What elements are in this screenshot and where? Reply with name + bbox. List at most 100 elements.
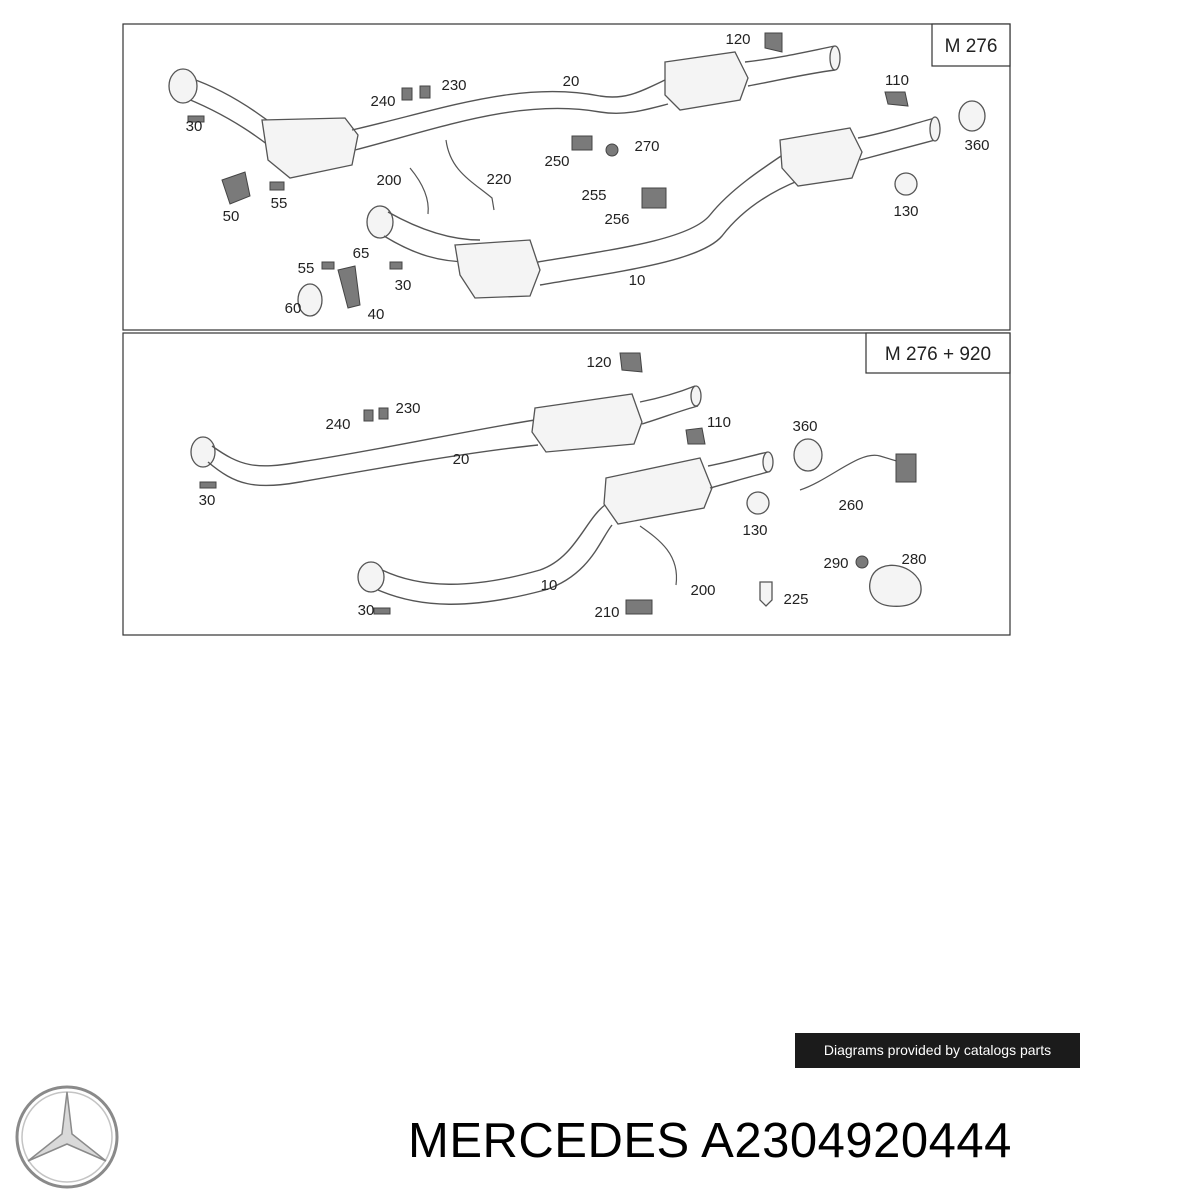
- callout-label: 30: [186, 118, 203, 135]
- control-module: [641, 187, 667, 209]
- flange: [357, 561, 385, 593]
- engine-tag-box: [931, 23, 1011, 67]
- exhaust-diagram: M 276: [122, 23, 1011, 636]
- callout-label: 240: [370, 93, 395, 110]
- tail-pipe-end: [829, 45, 841, 71]
- panel-frame: [122, 23, 1011, 331]
- tail-pipe-lower-a: [857, 117, 936, 139]
- tail-pipe-end: [690, 385, 702, 407]
- pipe-20-bottom: [207, 444, 539, 487]
- flange: [366, 205, 394, 239]
- pipe-20-top: [211, 419, 536, 467]
- tail-pipe-upper-a: [639, 385, 696, 403]
- callout-label: 360: [964, 137, 989, 154]
- callout-label: 40: [368, 306, 385, 323]
- callout-label: 225: [783, 591, 808, 608]
- callout-label: 50: [223, 208, 240, 225]
- tail-pipe-end: [929, 116, 941, 142]
- callout-label: 30: [358, 602, 375, 619]
- callout-label: 240: [325, 416, 350, 433]
- tail-pipe-upper-b: [641, 405, 699, 425]
- callout-label: 20: [563, 73, 580, 90]
- bolt: [321, 261, 335, 270]
- muffler-upper: [664, 51, 749, 111]
- bolt: [199, 481, 217, 489]
- callout-label: 200: [376, 172, 401, 189]
- diagram-panel-m276-920: M 276 + 920 120 240: [122, 332, 1011, 636]
- callout-label: 230: [441, 77, 466, 94]
- mercedes-star-logo: [15, 1085, 119, 1189]
- pipe-20-bottom: [354, 103, 669, 151]
- callout-label: 30: [395, 277, 412, 294]
- catalytic-converter: [261, 117, 359, 179]
- callout-label: 280: [901, 551, 926, 568]
- silencer-upper: [531, 393, 643, 453]
- brand-name: MERCEDES: [408, 1114, 690, 1168]
- pipe-20-top: [351, 79, 666, 131]
- callout-label: 30: [199, 492, 216, 509]
- catalytic-converter-lower: [454, 239, 541, 299]
- sensor-connector: [895, 453, 917, 483]
- pipe-10-start-a: [387, 211, 481, 241]
- muffler-lower: [779, 127, 863, 187]
- pipe-10-bottom: [539, 179, 801, 286]
- engine-tag: M 276 + 920: [885, 344, 991, 365]
- bracket: [685, 427, 706, 445]
- bolt: [389, 261, 403, 270]
- oxygen-sensor-wire: [409, 167, 429, 215]
- callout-label: 10: [541, 577, 558, 594]
- part-caption: MERCEDES A2304920444: [408, 1108, 1012, 1174]
- callout-label: 20: [453, 451, 470, 468]
- callout-label: 250: [544, 153, 569, 170]
- sensor-holder: [571, 135, 593, 151]
- nut: [605, 143, 619, 157]
- bracket: [221, 171, 251, 205]
- tail-pipe-lower-b: [859, 139, 936, 161]
- tail-pipe-lower-a: [707, 451, 769, 467]
- engine-tag: M 276: [945, 36, 998, 57]
- part-number: A2304920444: [701, 1114, 1012, 1168]
- star-nut: [894, 172, 918, 196]
- pipe-10-top: [537, 149, 791, 263]
- diagram-panel-m276: M 276: [122, 23, 1011, 331]
- callout-label: 200: [690, 582, 715, 599]
- bolt: [187, 115, 205, 123]
- bolt: [269, 181, 285, 191]
- tail-pipe-end: [762, 451, 774, 473]
- callout-label: 10: [629, 272, 646, 289]
- tail-pipe-upper-b: [747, 69, 836, 87]
- bracket: [619, 352, 643, 373]
- callout-label: 60: [285, 300, 302, 317]
- oxygen-sensor-wire: [445, 139, 495, 211]
- callout-label: 256: [604, 211, 629, 228]
- callout-label: 120: [586, 354, 611, 371]
- callout-label: 360: [792, 418, 817, 435]
- callout-label: 290: [823, 555, 848, 572]
- callout-label: 110: [885, 72, 909, 89]
- callout-label: 210: [594, 604, 619, 621]
- tail-pipe-upper-a: [744, 45, 836, 63]
- diagram-credit-banner: Diagrams provided by catalogs parts: [795, 1033, 1080, 1068]
- rubber-hanger: [297, 283, 323, 317]
- callout-label: 260: [838, 497, 863, 514]
- bracket: [764, 32, 783, 53]
- rear-silencer: [869, 564, 922, 607]
- flange: [190, 436, 216, 468]
- callout-label: 220: [486, 171, 511, 188]
- callout-label: 55: [298, 260, 315, 277]
- silencer-lower: [603, 457, 713, 525]
- bracket: [884, 91, 909, 107]
- pipe-10-bottom: [377, 524, 613, 605]
- panel-frame: [122, 332, 1011, 636]
- engine-tag-box: [865, 332, 1011, 374]
- clamp: [793, 438, 823, 472]
- rubber-mount: [378, 407, 389, 420]
- oxygen-sensor-wire: [639, 525, 678, 586]
- callout-label: 120: [725, 31, 750, 48]
- rubber-mount: [363, 409, 374, 422]
- bolt: [373, 607, 391, 615]
- star-nut: [746, 491, 770, 515]
- pipe-10-top: [381, 504, 606, 585]
- callout-label: 230: [395, 400, 420, 417]
- hanger: [337, 265, 361, 309]
